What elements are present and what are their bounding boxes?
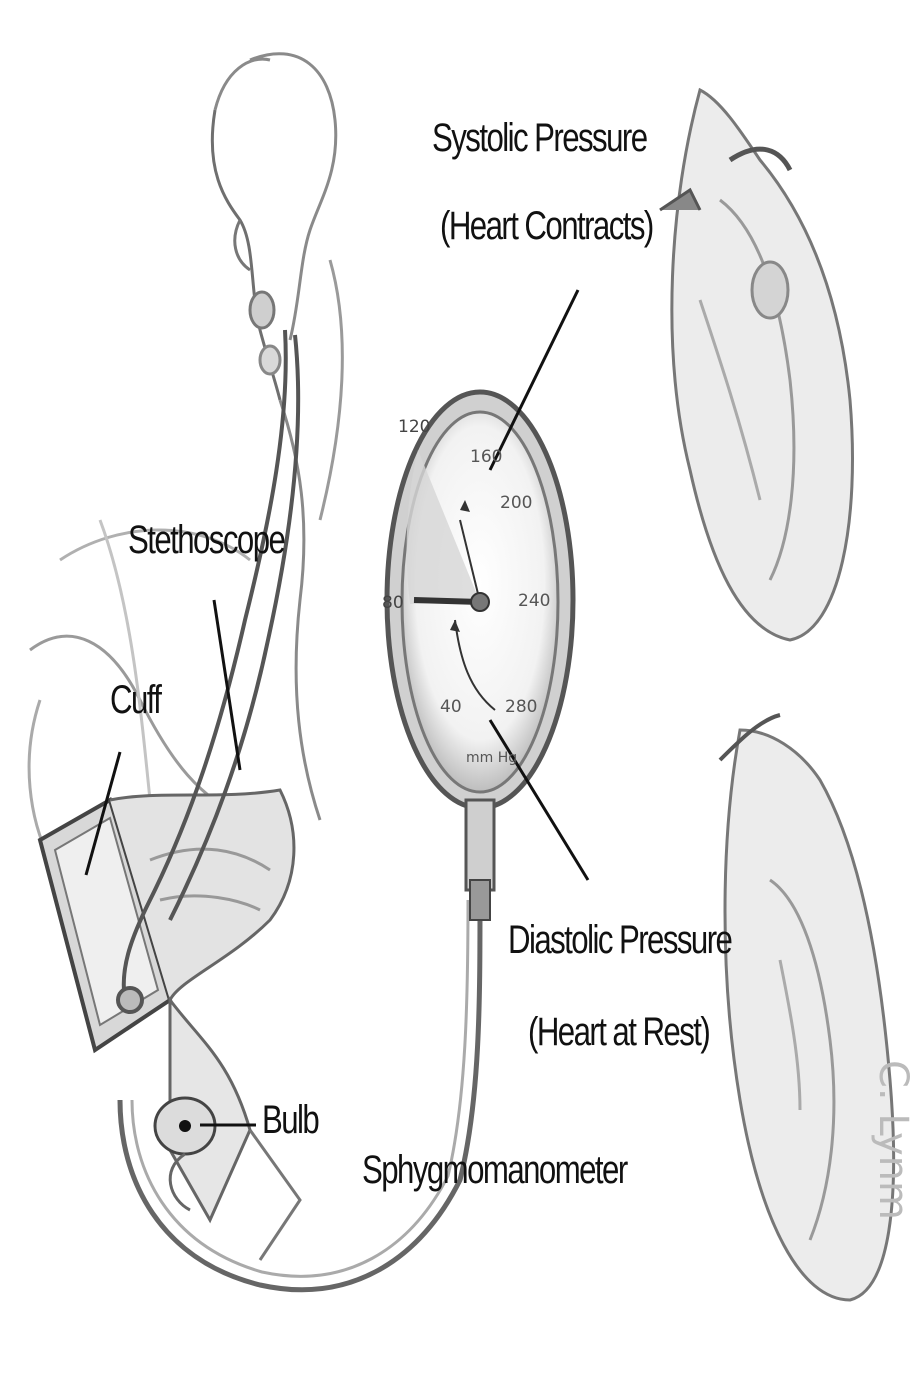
gauge-tick-label: 240 <box>518 591 550 611</box>
heart-contracting <box>660 90 853 640</box>
sphygmomanometer-label: Sphygmomanometer <box>362 1150 627 1190</box>
stethoscope-label: Stethoscope <box>128 520 284 560</box>
gauge-tick-label: 120 <box>398 417 430 437</box>
cuff-label: Cuff <box>110 680 160 720</box>
gauge-tick-label: 40 <box>440 697 462 717</box>
artist-watermark: C. Lynm <box>870 1060 916 1220</box>
pressure-gauge <box>387 392 573 920</box>
gauge-tick-label: 160 <box>470 447 502 467</box>
gauge-tick-label: 80 <box>382 593 404 613</box>
gauge-tick-label: 200 <box>500 493 532 513</box>
bulb-label: Bulb <box>262 1100 318 1140</box>
diastolic-pressure-note: (Heart at Rest) <box>528 1012 709 1052</box>
diastolic-pressure-label: Diastolic Pressure <box>508 920 731 960</box>
heart-resting <box>720 715 894 1300</box>
gauge-unit-label: mm Hg <box>466 750 517 766</box>
gauge-tick-label: 280 <box>505 697 537 717</box>
systolic-pressure-label: Systolic Pressure <box>432 118 646 158</box>
systolic-pressure-note: (Heart Contracts) <box>440 206 653 246</box>
